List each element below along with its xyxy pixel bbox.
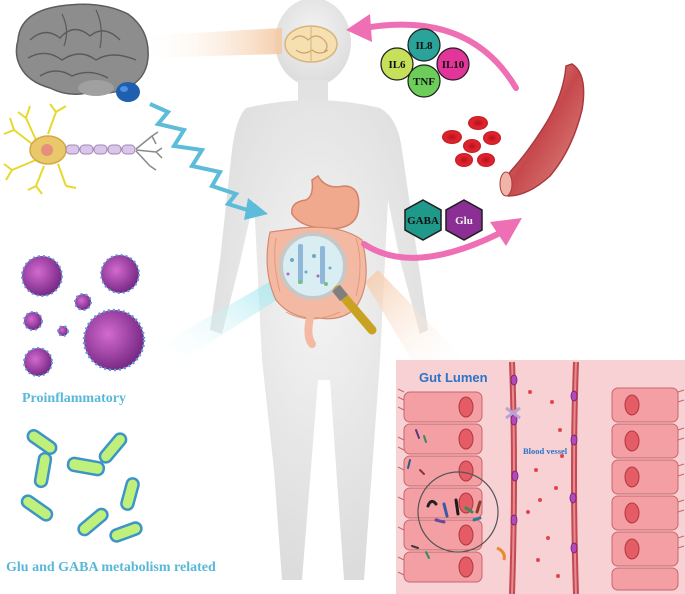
svg-text:GABA: GABA bbox=[407, 215, 439, 227]
cytokine-il6: IL6 bbox=[380, 47, 414, 81]
lumen-microbes bbox=[407, 429, 430, 559]
svg-text:IL10: IL10 bbox=[442, 59, 465, 71]
head-brain-icon bbox=[284, 25, 338, 63]
bacterium-icon bbox=[98, 432, 128, 464]
metabolite-cluster: GABA Glu bbox=[404, 199, 483, 241]
epithelial-cells-right bbox=[611, 387, 685, 591]
cytokine-tnf: TNF bbox=[407, 64, 441, 98]
bacterium-icon bbox=[26, 429, 58, 455]
lumen-beam bbox=[365, 270, 470, 365]
cytokine-il10: IL10 bbox=[436, 47, 470, 81]
neuron-illustration bbox=[3, 103, 163, 195]
virus-icon bbox=[23, 347, 53, 377]
red-blood-cell-icon bbox=[468, 116, 488, 130]
zoomed-microbes bbox=[426, 498, 482, 524]
bacterium-icon bbox=[77, 507, 109, 537]
red-blood-cell-icon bbox=[477, 153, 495, 167]
bacteria-beam bbox=[160, 270, 300, 365]
proinflammatory-label: Proinflammatory bbox=[22, 391, 126, 406]
metabolite-glu: Glu bbox=[445, 199, 483, 241]
svg-text:IL8: IL8 bbox=[415, 40, 433, 52]
blood-vessel-illustration bbox=[499, 63, 585, 197]
bacteria-cluster bbox=[20, 429, 143, 543]
bacterium-icon bbox=[66, 456, 106, 477]
bacterium-icon bbox=[20, 494, 54, 522]
bacterium-icon bbox=[120, 477, 140, 511]
virus-icon bbox=[23, 311, 43, 331]
bacterium-icon bbox=[33, 451, 53, 489]
zoom-circle bbox=[417, 471, 499, 553]
blood-vessel-label: Blood vessel bbox=[523, 446, 568, 456]
metabolite-gaba: GABA bbox=[404, 199, 442, 241]
epithelial-cells-left bbox=[397, 388, 483, 583]
bacterium-icon bbox=[109, 521, 143, 543]
virus-icon bbox=[82, 308, 146, 372]
red-blood-cell-icon bbox=[455, 153, 473, 167]
glu-gaba-metabolism-label: Glu and GABA metabolism related bbox=[6, 560, 216, 575]
gut-lumen-label: Gut Lumen bbox=[419, 370, 488, 385]
red-blood-cell-icon bbox=[463, 139, 481, 153]
virus-icon bbox=[100, 254, 140, 294]
virus-icon bbox=[57, 325, 69, 337]
virus-icon bbox=[21, 255, 63, 297]
virus-cluster bbox=[21, 254, 146, 377]
brain-beam bbox=[140, 28, 282, 58]
brain-illustration bbox=[15, 3, 149, 102]
magnifier-gut-microbiota bbox=[279, 232, 377, 335]
zigzag-signal-arrow bbox=[149, 102, 268, 220]
vessel-walls bbox=[496, 361, 579, 594]
pink-circulation-arrows bbox=[346, 14, 522, 261]
gut-lumen-panel bbox=[396, 360, 685, 594]
svg-text:IL6: IL6 bbox=[388, 59, 406, 71]
red-blood-cells bbox=[442, 116, 501, 167]
virus-icon bbox=[74, 293, 92, 311]
svg-text:Glu: Glu bbox=[455, 215, 473, 227]
red-blood-cell-icon bbox=[442, 130, 462, 144]
svg-text:TNF: TNF bbox=[413, 76, 435, 88]
cytokine-il8: IL8 bbox=[407, 28, 441, 62]
cytokine-cluster: IL8 IL6 IL10 TNF bbox=[380, 28, 470, 98]
red-blood-cell-icon bbox=[483, 131, 501, 145]
